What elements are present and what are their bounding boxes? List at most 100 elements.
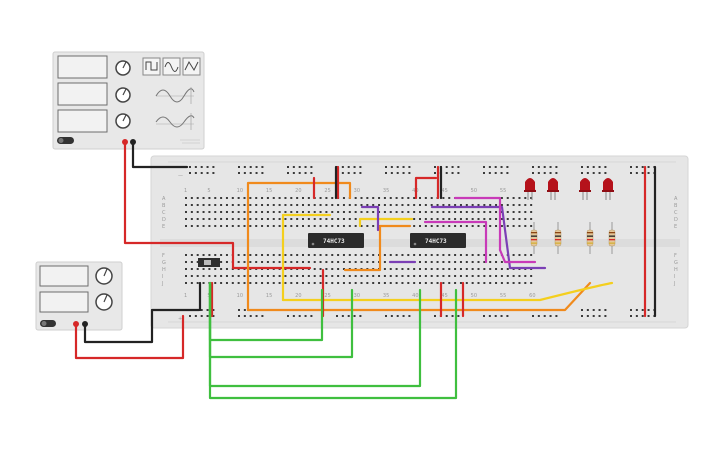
hole[interactable] [471,261,474,263]
hole[interactable] [419,261,421,263]
hole[interactable] [430,261,433,263]
hole[interactable] [442,218,445,220]
hole[interactable] [220,197,223,199]
rail-hole[interactable] [434,166,436,168]
hole[interactable] [477,225,480,227]
hole[interactable] [483,254,486,256]
hole[interactable] [313,261,316,263]
hole[interactable] [290,261,293,263]
hole[interactable] [448,254,451,256]
hole[interactable] [225,275,228,277]
hole[interactable] [407,197,410,199]
hole[interactable] [220,211,223,213]
hole[interactable] [518,225,521,227]
hole[interactable] [424,211,427,213]
rail-hole[interactable] [500,166,503,168]
hole[interactable] [512,211,515,213]
hole[interactable] [190,204,193,206]
hole[interactable] [471,225,474,227]
rail-hole[interactable] [647,172,650,174]
hole[interactable] [500,218,503,220]
hole[interactable] [325,204,328,206]
hole[interactable] [220,254,223,256]
hole[interactable] [319,261,322,263]
hole[interactable] [319,218,322,220]
hole[interactable] [483,261,486,263]
hole[interactable] [208,254,211,256]
hole[interactable] [506,218,509,220]
hole[interactable] [325,282,328,284]
hole[interactable] [185,268,187,270]
led-red[interactable] [602,178,614,200]
hole[interactable] [506,204,509,206]
hole[interactable] [454,261,457,263]
hole[interactable] [302,218,304,220]
rail-hole[interactable] [635,172,638,174]
hole[interactable] [530,197,533,199]
hole[interactable] [489,225,492,227]
hole[interactable] [266,275,269,277]
hole[interactable] [360,204,363,206]
hole[interactable] [477,268,480,270]
hole[interactable] [307,211,310,213]
hole[interactable] [225,225,228,227]
hole[interactable] [331,225,334,227]
hole[interactable] [500,282,503,284]
hole[interactable] [231,204,234,206]
rail-hole[interactable] [353,172,356,174]
hole[interactable] [424,268,427,270]
hole[interactable] [231,275,234,277]
rail-hole[interactable] [500,315,503,317]
hole[interactable] [290,211,293,213]
hole[interactable] [196,282,199,284]
rail-hole[interactable] [385,315,387,317]
hole[interactable] [307,218,310,220]
hole[interactable] [354,254,357,256]
rail-hole[interactable] [287,172,289,174]
hole[interactable] [389,204,392,206]
hole[interactable] [255,197,258,199]
hole[interactable] [471,204,474,206]
rail-hole[interactable] [298,315,301,317]
hole[interactable] [237,282,240,284]
rail-hole[interactable] [592,309,595,311]
hole[interactable] [506,275,509,277]
rail-hole[interactable] [647,166,650,168]
rail-hole[interactable] [451,315,454,317]
hole[interactable] [436,261,439,263]
hole[interactable] [512,204,515,206]
rail-hole[interactable] [537,315,540,317]
hole[interactable] [185,254,187,256]
hole[interactable] [518,254,521,256]
hole[interactable] [430,204,433,206]
hole[interactable] [454,211,457,213]
rail-hole[interactable] [249,315,252,317]
hole[interactable] [471,211,474,213]
rail-hole[interactable] [396,166,399,168]
wire-orange[interactable] [343,224,412,272]
rail-hole[interactable] [445,315,448,317]
hole[interactable] [337,218,340,220]
hole[interactable] [202,204,205,206]
hole[interactable] [237,261,240,263]
hole[interactable] [319,268,322,270]
hole[interactable] [348,254,351,256]
hole[interactable] [296,261,299,263]
hole[interactable] [465,268,468,270]
rail-hole[interactable] [532,166,534,168]
rail-hole[interactable] [341,315,344,317]
hole[interactable] [255,261,258,263]
hole[interactable] [442,261,445,263]
hole[interactable] [319,282,322,284]
rail-hole[interactable] [451,172,454,174]
rail-hole[interactable] [532,172,534,174]
hole[interactable] [378,275,381,277]
hole[interactable] [255,254,258,256]
hole[interactable] [302,254,304,256]
hole[interactable] [225,268,228,270]
hole[interactable] [307,282,310,284]
hole[interactable] [465,282,468,284]
hole[interactable] [220,268,223,270]
hole[interactable] [243,204,246,206]
wire-yellow[interactable] [358,217,414,228]
